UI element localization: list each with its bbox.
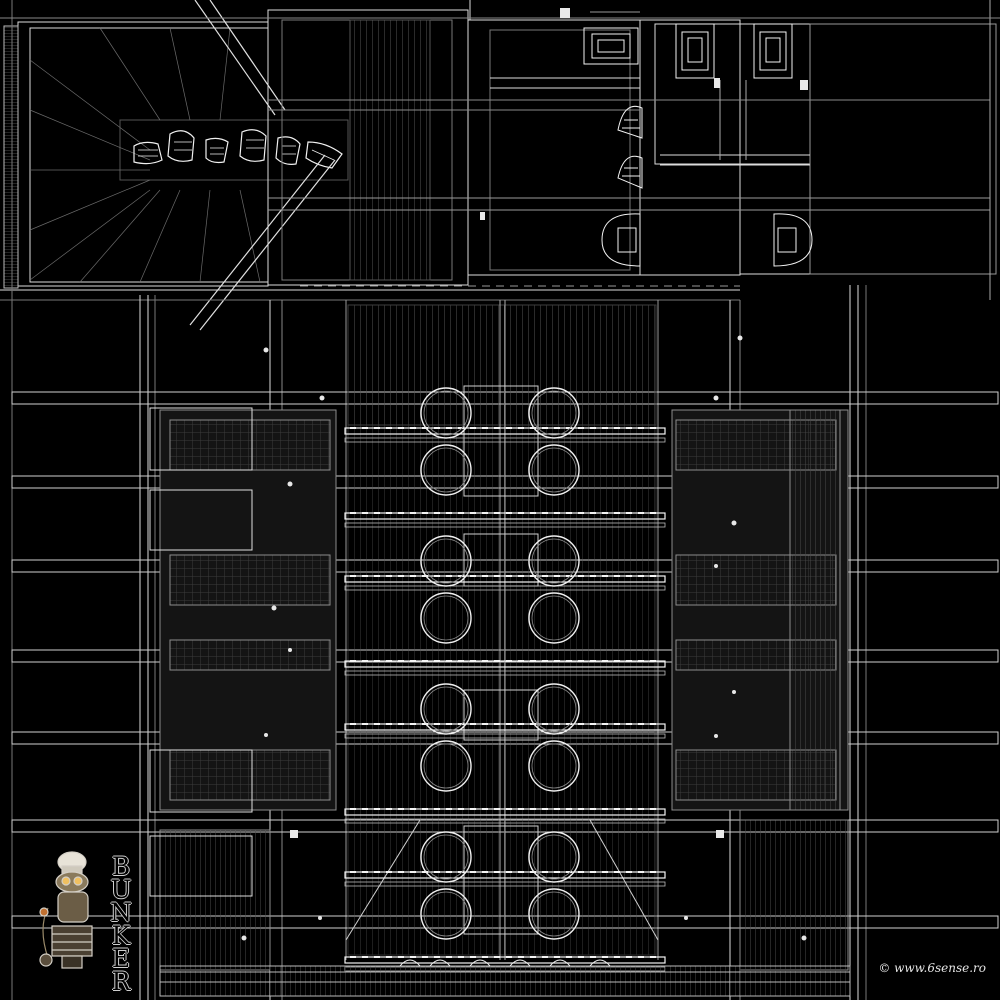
round-table [528,535,580,587]
dining-tables [344,387,666,972]
copyright-text: © www.6sense.ro [878,961,986,975]
round-table [528,592,580,644]
side-booths-left [149,407,337,971]
table-bar [344,723,666,739]
round-table [420,592,472,644]
round-table [528,387,580,439]
round-table [420,535,472,587]
table-bar [344,871,666,887]
side-booths-right [671,409,849,971]
round-table [528,683,580,735]
upper-left-lounge [3,21,349,289]
table-bar [344,512,666,528]
chef-robot-logo-icon [39,851,93,969]
round-table [420,740,472,792]
fixture-dots [241,8,808,941]
bottom-facade [159,959,851,997]
round-table [420,444,472,496]
table-bar [344,575,666,591]
round-table [420,387,472,439]
wc-fixtures [583,23,813,267]
upper-structure [0,0,997,301]
round-table [528,740,580,792]
round-table [528,888,580,940]
table-bar [344,808,666,824]
logo-text: BUNKER [110,852,132,996]
round-table [420,888,472,940]
lounge-armchairs [133,129,343,169]
table-bar [344,660,666,676]
round-table [528,444,580,496]
round-table [420,831,472,883]
table-bar [344,427,666,443]
round-table [528,831,580,883]
central-ramp [345,300,659,960]
round-table [420,683,472,735]
